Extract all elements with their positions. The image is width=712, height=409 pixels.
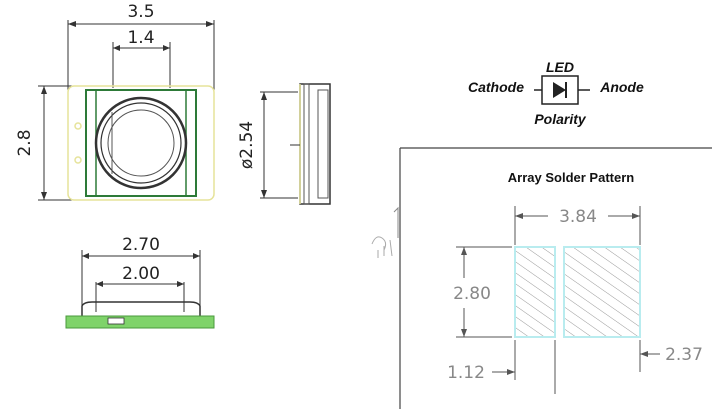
bottom-view: 2.70 2.00 bbox=[65, 235, 215, 329]
solder-pad-dim: 2.37 bbox=[665, 345, 703, 365]
led-label: LED bbox=[546, 59, 574, 75]
solder-gap-dim: 1.12 bbox=[447, 363, 485, 383]
stray-mark bbox=[371, 206, 399, 258]
anode-label: Anode bbox=[599, 79, 644, 95]
top-view: 3.5 1.4 2.8 bbox=[15, 2, 215, 201]
bottom-outer-dim: 2.70 bbox=[122, 235, 160, 255]
solder-pattern-title: Array Solder Pattern bbox=[508, 170, 634, 185]
polarity-symbol: LED Cathode Anode Polarity bbox=[468, 59, 644, 127]
solder-pattern: Array Solder Pattern 3.84 2.80 1.12 2.37 bbox=[399, 147, 712, 409]
top-height-dim: 2.8 bbox=[15, 129, 35, 156]
lens-width-dim: 1.4 bbox=[127, 28, 154, 48]
side-view: ø2.54 bbox=[237, 83, 331, 205]
bottom-inner-dim: 2.00 bbox=[122, 264, 160, 284]
solder-width-dim: 3.84 bbox=[559, 207, 597, 227]
cathode-label: Cathode bbox=[468, 79, 524, 95]
polarity-caption: Polarity bbox=[534, 111, 587, 127]
solder-height-dim: 2.80 bbox=[453, 284, 491, 304]
side-diameter-dim: ø2.54 bbox=[237, 121, 257, 169]
top-width-dim: 3.5 bbox=[127, 2, 154, 22]
